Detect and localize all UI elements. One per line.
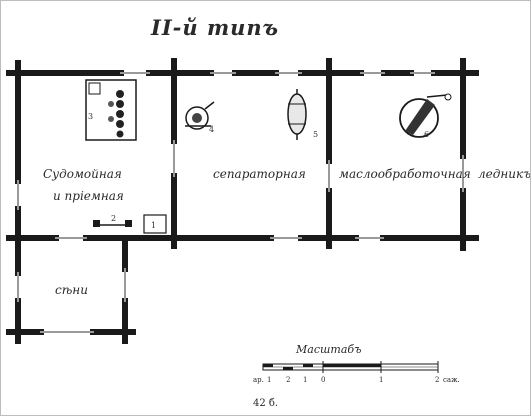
fixture-number-4: 4 [209,125,215,134]
room-label-washing-2: и пріемная [53,189,124,203]
fixture-number-3: 3 [88,112,94,121]
scale-unit: саж. [443,376,460,384]
fixture-number-1: 1 [151,221,157,230]
fixture-separator [185,101,215,130]
fixture-butter-worker [399,93,452,138]
plan-title: II-й типъ [151,15,279,40]
fixture-drain [93,220,132,227]
scale-tick-2: 2 [286,376,291,384]
scale-tick-3: 1 [303,376,308,384]
scale-start-label: ар. [253,376,264,384]
scale-tick-6: 2 [435,376,440,384]
room-label-separator: сепараторная [213,167,306,181]
room-label-washing-1: Судомойная [43,167,122,181]
fixture-number-5: 5 [313,130,319,139]
scale-tick-4: 0 [321,376,326,384]
fixture-cabinet [143,214,167,234]
page-number: 42 б. [253,398,279,409]
fixture-number-2: 2 [111,214,117,223]
scale-tick-5: 1 [379,376,384,384]
fixture-churn [287,89,307,140]
room-label-icehouse: ледникъ [478,167,531,181]
walls [6,58,479,344]
scale-title: Масштабъ [296,343,362,356]
room-label-porch: сѣни [55,283,88,297]
fixture-washing-tub [85,79,137,141]
fixture-number-6: 6 [424,130,430,139]
room-label-butter: маслообработочная [339,167,471,181]
scale-tick-1: 1 [267,376,272,384]
scale-bar [262,361,439,373]
